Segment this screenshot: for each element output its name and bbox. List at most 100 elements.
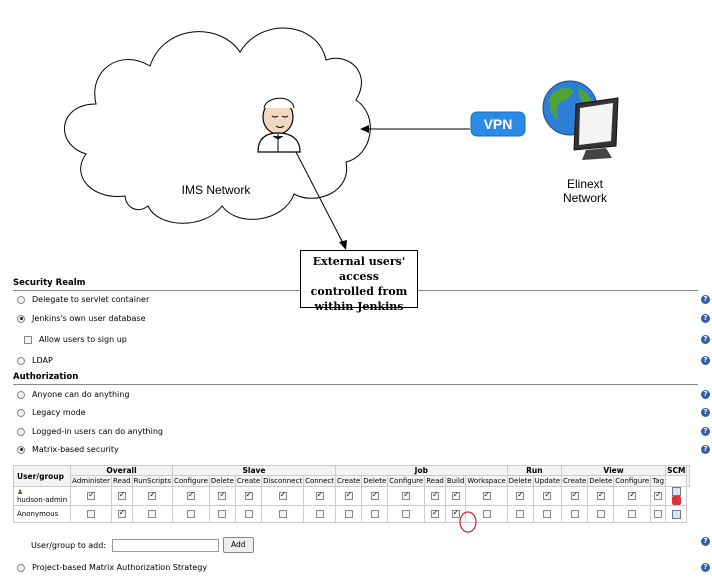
permission-cell: [387, 505, 426, 523]
realm-option-ldap[interactable]: LDAP: [17, 356, 53, 365]
realm-radio-delegate[interactable]: [17, 295, 25, 304]
auth-radio-project-matrix[interactable]: [17, 563, 25, 572]
auth-radio-anyone[interactable]: [17, 390, 25, 399]
permission-checkbox[interactable]: [628, 510, 637, 518]
permission-cell: [613, 505, 652, 523]
permission-checkbox[interactable]: [596, 490, 605, 500]
permission-checkbox[interactable]: [482, 490, 491, 500]
permission-checkbox[interactable]: [148, 510, 157, 518]
help-icon[interactable]: ?: [701, 356, 710, 365]
permission-checkbox[interactable]: [344, 510, 353, 518]
permission-checkbox[interactable]: [244, 510, 253, 518]
permission-checkbox[interactable]: [451, 490, 460, 500]
permission-name: Delete: [361, 475, 389, 487]
permission-checkbox[interactable]: [596, 510, 605, 518]
permission-checkbox[interactable]: [278, 490, 287, 500]
auth-radio-legacy[interactable]: [17, 408, 25, 417]
permission-checkbox[interactable]: [148, 490, 157, 500]
permission-checkbox[interactable]: [431, 508, 440, 518]
permission-checkbox[interactable]: [370, 510, 379, 518]
permission-name: Update: [532, 475, 563, 487]
permission-checkbox[interactable]: [315, 510, 324, 518]
realm-option-delegate[interactable]: Delegate to servlet container: [17, 295, 149, 304]
help-icon[interactable]: ?: [701, 445, 710, 454]
permission-name: Tag: [650, 475, 667, 487]
add-button[interactable]: Add: [223, 537, 254, 553]
permission-checkbox[interactable]: [570, 510, 579, 518]
permission-checkbox[interactable]: [218, 490, 227, 500]
help-icon[interactable]: ?: [701, 563, 710, 572]
ims-cloud-shape: [63, 27, 371, 224]
permission-cell: [465, 486, 508, 506]
jenkins-butler-icon: [257, 97, 301, 153]
permission-name: Workspace: [465, 475, 508, 487]
permission-checkbox[interactable]: [402, 490, 411, 500]
permission-checkbox[interactable]: [186, 490, 195, 500]
permission-checkbox[interactable]: [451, 508, 460, 518]
allow-signup-checkbox[interactable]: [24, 335, 32, 344]
realm-radio-own-db[interactable]: [17, 314, 25, 323]
permission-checkbox[interactable]: [482, 510, 491, 518]
toggle-all-icon[interactable]: [671, 509, 681, 519]
permission-checkbox[interactable]: [516, 490, 525, 500]
permission-cell: [335, 486, 363, 506]
permission-checkbox[interactable]: [543, 490, 552, 500]
add-user-group-input[interactable]: [112, 538, 220, 552]
user-group-header: User/group: [12, 465, 72, 487]
permission-checkbox[interactable]: [344, 490, 353, 500]
permission-checkbox[interactable]: [628, 490, 637, 500]
auth-option-anyone[interactable]: Anyone can do anything: [17, 390, 129, 399]
allow-signup-option[interactable]: Allow users to sign up: [24, 335, 127, 344]
matrix-row: ♟hudson-admin: [12, 486, 690, 506]
realm-radio-ldap[interactable]: [17, 356, 25, 365]
ims-network-label: IMS Network: [181, 183, 251, 197]
auth-option-legacy[interactable]: Legacy mode: [17, 408, 86, 417]
help-icon[interactable]: ?: [701, 335, 710, 344]
permission-checkbox[interactable]: [516, 510, 525, 518]
permission-cell: [387, 486, 426, 506]
permission-checkbox[interactable]: [370, 490, 379, 500]
permission-checkbox[interactable]: [244, 490, 253, 500]
permission-checkbox[interactable]: [654, 510, 663, 518]
permission-checkbox[interactable]: [278, 510, 287, 518]
matrix-row-name: Anonymous: [17, 510, 59, 518]
help-icon[interactable]: ?: [701, 295, 710, 304]
permission-group-scm: SCM: [665, 465, 688, 476]
permission-checkbox[interactable]: [315, 490, 324, 500]
permission-name: Administer: [70, 475, 112, 487]
help-icon[interactable]: ?: [701, 537, 710, 546]
permission-checkbox[interactable]: [186, 510, 195, 518]
permission-name: Delete: [587, 475, 615, 487]
auth-radio-logged-in[interactable]: [17, 427, 25, 436]
allow-signup-label: Allow users to sign up: [39, 335, 127, 344]
permission-checkbox[interactable]: [402, 510, 411, 518]
vpn-badge: [470, 111, 526, 137]
permission-name: Delete: [208, 475, 236, 487]
remove-row-icon[interactable]: [671, 496, 681, 505]
permission-checkbox[interactable]: [543, 510, 552, 518]
help-icon[interactable]: ?: [701, 408, 710, 417]
permission-cell: [506, 486, 534, 506]
help-icon[interactable]: ?: [701, 314, 710, 323]
auth-radio-matrix[interactable]: [17, 445, 25, 454]
auth-option-matrix[interactable]: Matrix-based security: [17, 445, 119, 454]
permission-checkbox[interactable]: [570, 490, 579, 500]
permission-checkbox[interactable]: [87, 510, 96, 518]
permission-checkbox[interactable]: [117, 490, 126, 500]
permission-checkbox[interactable]: [654, 490, 663, 500]
toggle-all-icon[interactable]: [671, 487, 681, 496]
permission-checkbox[interactable]: [87, 490, 96, 500]
permission-name: Create: [234, 475, 263, 487]
network-diagram: [63, 27, 619, 250]
help-icon[interactable]: ?: [701, 390, 710, 399]
permission-checkbox[interactable]: [218, 510, 227, 518]
auth-option-project-matrix[interactable]: Project-based Matrix Authorization Strat…: [17, 563, 207, 572]
permission-cell: [650, 505, 667, 523]
help-icon[interactable]: ?: [701, 427, 710, 436]
permission-checkbox[interactable]: [117, 508, 126, 518]
permission-checkbox[interactable]: [431, 490, 440, 500]
realm-option-own-db[interactable]: Jenkins's own user database: [17, 314, 146, 323]
auth-option-logged-in[interactable]: Logged-in users can do anything: [17, 427, 163, 436]
permission-group-view: View: [561, 465, 667, 476]
